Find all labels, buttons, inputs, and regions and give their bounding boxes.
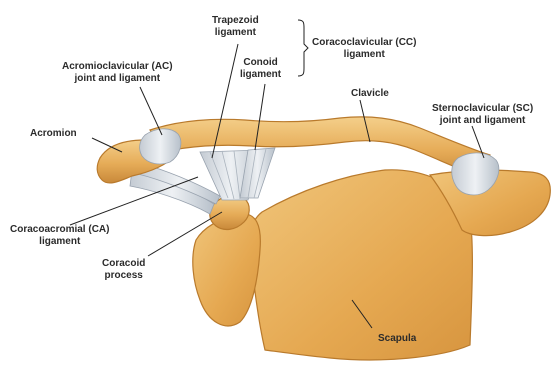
conoid-line-2: ligament	[240, 69, 281, 81]
clavicle-line-1: Clavicle	[351, 88, 389, 100]
acromion-line-1: Acromion	[30, 128, 77, 140]
ca-line-1: Coracoacromial (CA)	[10, 224, 109, 236]
ca-line-2: ligament	[10, 236, 109, 248]
conoid-ligament-label: Conoid ligament	[240, 57, 281, 81]
ac-line-2: joint and ligament	[62, 73, 173, 85]
conoid-line-1: Conoid	[240, 57, 281, 69]
trapezoid-line-2: ligament	[212, 27, 259, 39]
coracoacromial-ligament-label: Coracoacromial (CA) ligament	[10, 224, 109, 248]
scapula-label: Scapula	[378, 333, 416, 345]
acromioclavicular-joint-label: Acromioclavicular (AC) joint and ligamen…	[62, 61, 173, 85]
coracoid-line-1: Coracoid	[102, 258, 145, 270]
cc-line-2: ligament	[312, 49, 416, 61]
scapula-bone	[250, 170, 473, 360]
coracoid-line-2: process	[102, 270, 145, 282]
cc-line-1: Coracoclavicular (CC)	[312, 37, 416, 49]
trapezoid-line-1: Trapezoid	[212, 15, 259, 27]
coracoid-process-label: Coracoid process	[102, 258, 145, 282]
sternoclavicular-joint-label: Sternoclavicular (SC) joint and ligament	[432, 103, 533, 127]
scapula-line-1: Scapula	[378, 333, 416, 345]
ac-joint-capsule	[140, 129, 181, 164]
glenoid-region	[193, 214, 261, 326]
ac-line-1: Acromioclavicular (AC)	[62, 61, 173, 73]
acromion-label: Acromion	[30, 128, 77, 140]
trapezoid-ligament-label: Trapezoid ligament	[212, 15, 259, 39]
sc-line-2: joint and ligament	[432, 115, 533, 127]
clavicle-label: Clavicle	[351, 88, 389, 100]
coracoclavicular-ligament-label: Coracoclavicular (CC) ligament	[312, 37, 416, 61]
sc-line-1: Sternoclavicular (SC)	[432, 103, 533, 115]
